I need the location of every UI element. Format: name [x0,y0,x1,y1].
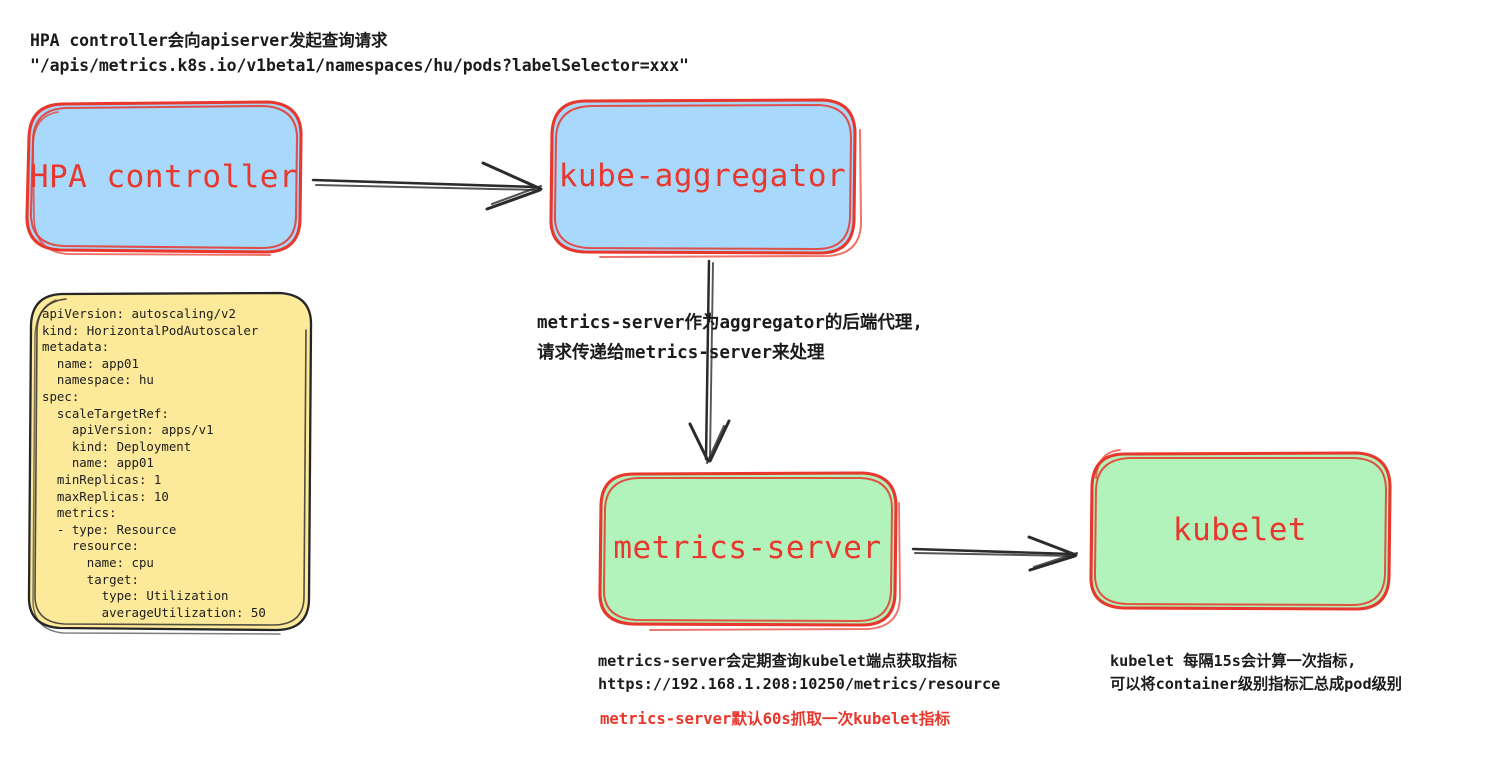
annotation-metrics-scrape: metrics-server会定期查询kubelet端点获取指标 https:/… [598,652,1001,693]
annotation-aggregator-proxy: metrics-server作为aggregator的后端代理, 请求传递给me… [537,313,923,363]
arrow-hpa-to-aggregator [311,161,543,211]
header-note: HPA controller会向apiserver发起查询请求 "/apis/m… [30,31,689,75]
arrow-metrics-to-kubelet [911,535,1079,572]
hpa-yaml-card: apiVersion: autoscaling/v2 kind: Horizon… [28,292,310,628]
annotation-kubelet-note: kubelet 每隔15s会计算一次指标, 可以将container级别指标汇总… [1110,652,1402,693]
node-label-kubelet: kubelet [1172,512,1308,548]
node-kube-aggregator[interactable]: kube-aggregator [551,99,854,252]
node-label-kube-aggregator: kube-aggregator [558,157,847,194]
node-hpa-controller[interactable]: HPA controller [28,101,300,252]
node-metrics-server[interactable]: metrics-server [600,472,895,624]
hpa-yaml-text: apiVersion: autoscaling/v2 kind: Horizon… [42,306,266,620]
node-label-metrics-server: metrics-server [613,530,882,566]
annotation-metrics-interval: metrics-server默认60s抓取一次kubelet指标 [600,710,951,728]
node-kubelet[interactable]: kubelet [1091,452,1389,608]
node-label-hpa-controller: HPA controller [29,158,299,195]
